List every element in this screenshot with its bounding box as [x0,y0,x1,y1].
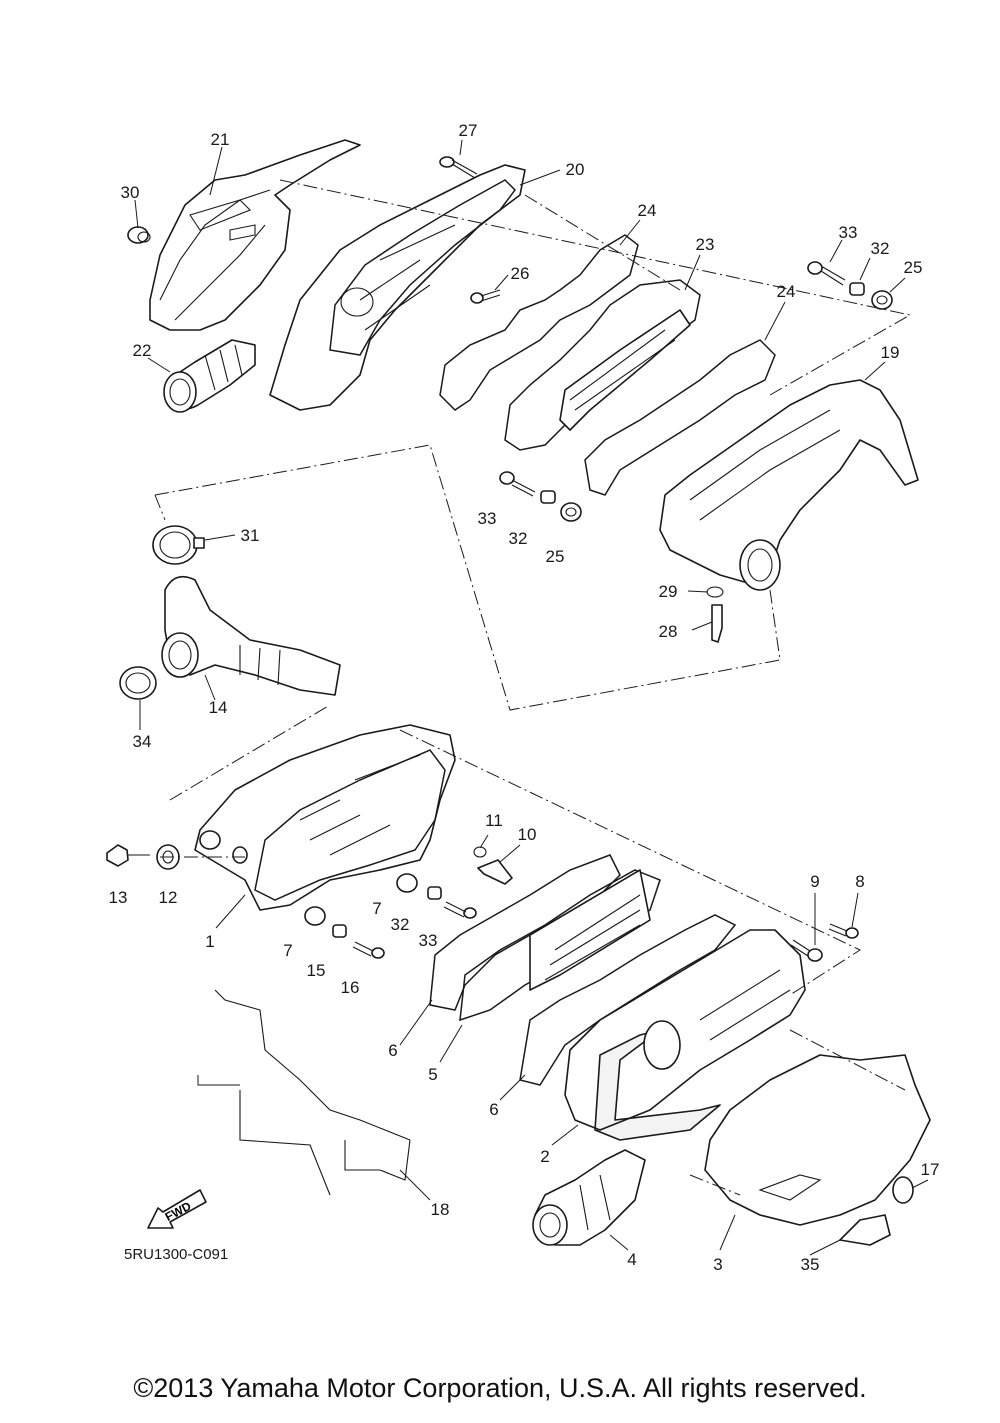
part-28-drain-plug [711,604,723,643]
part-11-clip [473,846,487,858]
part-17-cap [892,1176,914,1204]
callout-32-upper: 32 [871,239,890,258]
callout-5: 5 [428,1065,437,1084]
part-13-plug [106,844,150,867]
callout-11: 11 [485,811,503,830]
assembly-lines [154,179,912,1196]
part-29-clip [706,586,724,598]
callout-21: 21 [211,130,230,149]
part-21-bracket [149,139,361,331]
part-24-gasket-lower [584,339,776,496]
callout-10: 10 [518,825,537,844]
part-1-air-case-lower [194,724,456,911]
callout-33-low: 33 [419,931,438,950]
callout-17: 17 [921,1160,940,1179]
part-27-bolt [439,156,478,179]
callout-22: 22 [133,341,152,360]
callout-34: 34 [133,732,152,751]
diagram-code: 5RU1300-C091 [124,1246,229,1263]
callout-1: 1 [205,932,214,951]
callout-18: 18 [431,1200,450,1219]
callout-15: 15 [307,961,326,980]
callout-20: 20 [566,160,585,179]
callout-7-b: 7 [283,941,292,960]
callout-35: 35 [801,1255,820,1274]
callout-6-a: 6 [388,1041,397,1060]
part-33-bolt-low [443,901,477,919]
callout-31: 31 [241,526,260,545]
part-32-collar-upper [849,282,865,296]
callout-7-a: 7 [372,899,381,918]
part-2-case-body [564,929,806,1141]
callout-33-upper: 33 [839,223,858,242]
callout-32-mid: 32 [509,529,528,548]
part-14-joint [161,575,341,696]
part-7-grommet-b [304,906,326,926]
part-25-grommet-mid [560,502,582,522]
part-22-intake-duct [163,339,256,413]
part-5-element [459,869,661,1022]
copyright-notice: ©2013 Yamaha Motor Corporation, U.S.A. A… [133,1373,867,1403]
callout-24-lower: 24 [777,282,796,301]
part-34-clamp [119,666,157,700]
callout-19: 19 [881,343,900,362]
callout-9: 9 [810,872,819,891]
callout-16: 16 [341,978,360,997]
callout-6-b: 6 [489,1100,498,1119]
part-33-bolt-upper [807,261,846,286]
part-32-collar-mid [540,490,556,504]
callout-23: 23 [696,235,715,254]
part-8-screw [828,923,859,939]
callout-27: 27 [459,121,478,140]
callout-3: 3 [713,1255,722,1274]
callout-32-low: 32 [391,915,410,934]
callout-33-mid: 33 [478,509,497,528]
callout-12: 12 [159,888,178,907]
part-9-bolt [790,939,823,962]
part-6-gasket-a [429,854,621,1011]
callout-labels: 21 30 22 27 20 26 24 23 24 33 32 25 19 3… [109,121,940,1274]
part-15-collar [332,924,347,938]
callout-24-upper: 24 [638,201,657,220]
callout-14: 14 [209,698,228,717]
callout-13: 13 [109,888,128,907]
part-30-grommet [127,226,151,244]
part-7-grommet-a [396,873,418,893]
callout-2: 2 [540,1147,549,1166]
callout-29: 29 [659,582,678,601]
fwd-arrow-icon: FWD [147,1189,207,1229]
part-18-seal [214,989,411,1196]
callout-25-upper: 25 [904,258,923,277]
leader-lines [134,139,929,1256]
callout-26: 26 [511,264,530,283]
part-19-air-case [659,379,919,591]
callout-8: 8 [855,872,864,891]
callout-25-mid: 25 [546,547,565,566]
callout-30: 30 [121,183,140,202]
part-10-hose [477,859,513,885]
part-26-screw [470,289,501,304]
part-31-clamp [152,525,205,565]
callout-4: 4 [627,1250,636,1269]
part-25-grommet-upper [871,290,893,310]
part-33-bolt-mid [499,471,536,497]
part-3-cover [704,1054,931,1226]
callout-28: 28 [659,622,678,641]
part-35-emblem [839,1214,891,1246]
part-24-gasket-upper [439,234,639,411]
part-32-collar-low [427,886,442,900]
part-23-element [504,279,701,451]
part-16-bolt [352,941,385,959]
part-20-case-cover [269,164,526,411]
part-6-gasket-b [519,914,737,1086]
part-4-intake-duct [532,1149,646,1246]
